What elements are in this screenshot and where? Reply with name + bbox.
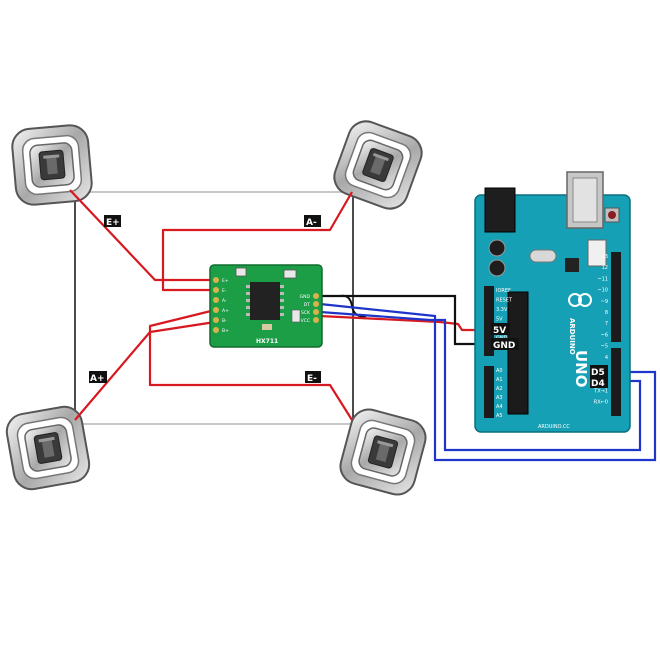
arduino-logo	[568, 293, 592, 307]
svg-text:A-: A-	[306, 218, 317, 228]
pin-label: A4	[496, 404, 503, 410]
pin-label: A0	[496, 368, 503, 374]
label-a-plus: A+	[89, 371, 107, 384]
blue-wires	[319, 302, 657, 462]
label-d5: D5	[590, 365, 608, 378]
pin-label: RX←0	[594, 400, 608, 406]
svg-text:E+: E+	[106, 218, 120, 228]
label-a-minus: A-	[304, 215, 321, 228]
pin-label: E+	[222, 278, 229, 284]
pin-label: B+	[222, 328, 229, 334]
pin-label: A5	[496, 413, 503, 419]
pin-label: SCK	[301, 310, 311, 316]
pin-label: ~6	[601, 332, 608, 338]
hx711-left-pin-labels: E+ E- A- A+ B- B+	[222, 278, 229, 334]
pin-label: E-	[222, 288, 227, 294]
pin-label: A+	[222, 308, 229, 314]
pin-label: 7	[605, 321, 608, 327]
digital-header-top	[611, 252, 621, 342]
power-jack	[484, 187, 516, 233]
label-5v: 5V	[491, 323, 510, 336]
pin-label: DT	[304, 302, 310, 308]
vcc-to-5v-wire	[319, 314, 485, 332]
svg-text:A+: A+	[90, 374, 105, 384]
arduino-model-text: UNO	[572, 350, 590, 388]
pin-label: RESET	[496, 298, 513, 304]
svg-text:D4: D4	[591, 379, 605, 389]
pin-label: IOREF	[496, 288, 511, 294]
arduino-brand-text: ARDUINO	[568, 318, 576, 355]
analog-header	[484, 366, 494, 418]
pin-label: 12	[602, 265, 608, 271]
pin-label: VCC	[301, 318, 310, 324]
hx711-board: E+ E- A- A+ B- B+ GND DT SCK VCC HX711	[209, 264, 323, 348]
label-e-plus: E+	[104, 215, 121, 228]
load-cell-top-right	[328, 115, 428, 215]
pin-label: TX→1	[593, 388, 608, 394]
arduino-url-text: ARDUINO.CC	[538, 424, 570, 430]
power-header	[484, 286, 494, 356]
pin-label: 8	[605, 310, 608, 316]
pin-label: ~5	[601, 344, 608, 350]
pin-label: 5V	[496, 317, 503, 323]
label-d4: D4	[590, 376, 608, 389]
pin-label: 3.3V	[496, 307, 508, 313]
pin-label: A2	[496, 386, 503, 392]
atmega-chip	[507, 291, 529, 415]
pin-label: A1	[496, 377, 503, 383]
pin-label: ~9	[601, 299, 608, 305]
digital-header-bottom	[611, 348, 621, 416]
svg-text:E-: E-	[307, 374, 317, 384]
pin-label: A3	[496, 395, 503, 401]
load-cell-top-left	[9, 122, 95, 208]
label-e-minus: E-	[305, 371, 321, 384]
pin-label: B-	[222, 318, 227, 324]
svg-text:5V: 5V	[493, 326, 506, 336]
hx711-right-pin-labels: GND DT SCK VCC	[300, 294, 311, 324]
red-wires	[69, 189, 485, 421]
hx711-board-label: HX711	[256, 338, 278, 345]
pin-label: 4	[605, 355, 608, 361]
pin-label: 13	[602, 254, 608, 260]
svg-text:D5: D5	[591, 368, 605, 378]
pin-label: GND	[300, 294, 311, 300]
pin-label: ~10	[597, 288, 608, 294]
svg-text:GND: GND	[493, 341, 515, 351]
pin-label: A-	[222, 298, 227, 304]
pin-label: ~11	[597, 276, 608, 282]
hx711-chip	[250, 282, 280, 320]
label-gnd: GND	[491, 338, 519, 351]
gnd-wire	[320, 294, 485, 346]
